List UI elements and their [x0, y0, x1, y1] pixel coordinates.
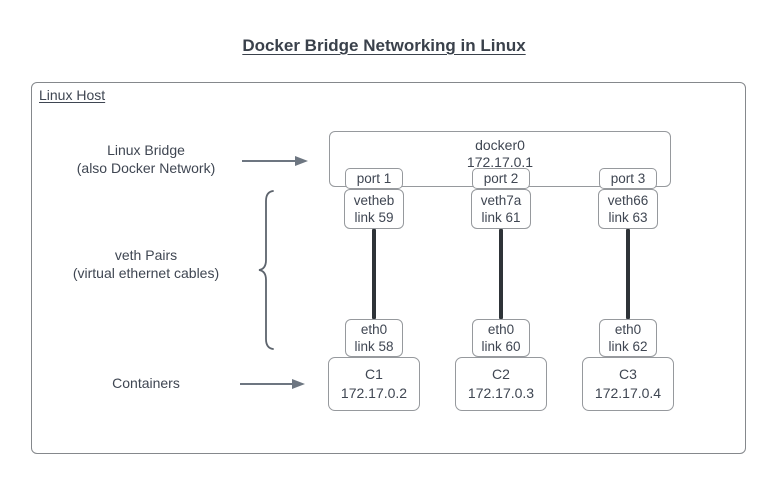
network-column-1: port 1 vetheb link 59 eth0 link 58 C1 17…: [328, 168, 420, 411]
veth-box-3: veth66 link 63: [598, 189, 658, 229]
container-ip: 172.17.0.3: [467, 385, 535, 401]
container-box-1: C1 172.17.0.2: [328, 357, 420, 411]
veth-cable-2: [499, 229, 503, 319]
veth-box-1: vetheb link 59: [344, 189, 404, 229]
veth-pairs-annotation-line1: veth Pairs: [114, 247, 178, 263]
veth-pairs-annotation-line2: (virtual ethernet cables): [72, 264, 220, 281]
container-ip: 172.17.0.4: [594, 385, 662, 401]
veth-name: vetheb: [353, 193, 395, 208]
port-label: port 2: [483, 171, 519, 186]
veth-box-2: veth7a link 61: [471, 189, 531, 229]
eth-link: link 60: [481, 339, 521, 354]
port-label: port 3: [610, 171, 646, 186]
veth-link: link 63: [608, 210, 648, 225]
network-column-2: port 2 veth7a link 61 eth0 link 60 C2 17…: [455, 168, 547, 411]
diagram-title: Docker Bridge Networking in Linux: [242, 36, 526, 55]
veth-link: link 59: [354, 210, 394, 225]
veth-name: veth66: [607, 193, 649, 208]
container-name: C3: [619, 366, 637, 382]
linux-bridge-annotation-line2: (also Docker Network): [76, 159, 216, 176]
eth-link: link 62: [608, 339, 648, 354]
container-ip: 172.17.0.2: [340, 385, 408, 401]
veth-link: link 61: [481, 210, 521, 225]
eth-name: eth0: [360, 322, 388, 337]
eth0-box-3: eth0 link 62: [599, 319, 657, 357]
veth-name: veth7a: [480, 193, 522, 208]
port-box-1: port 1: [345, 168, 403, 189]
network-column-3: port 3 veth66 link 63 eth0 link 62 C3 17…: [582, 168, 674, 411]
eth-link: link 58: [354, 339, 394, 354]
linux-bridge-annotation-line1: Linux Bridge: [107, 142, 185, 158]
linux-bridge-annotation: Linux Bridge (also Docker Network): [40, 142, 252, 177]
linux-host-label: Linux Host: [39, 87, 106, 103]
bridge-name: docker0: [475, 137, 525, 153]
container-box-2: C2 172.17.0.3: [455, 357, 547, 411]
port-label: port 1: [356, 171, 392, 186]
bridge-ip: 172.17.0.1: [466, 154, 534, 170]
port-box-2: port 2: [472, 168, 530, 189]
linux-host-box: Linux Host docker0 172.17.0.1 port 1 vet…: [31, 82, 746, 454]
container-name: C2: [492, 366, 510, 382]
veth-cable-3: [626, 229, 630, 319]
port-box-3: port 3: [599, 168, 657, 189]
container-box-3: C3 172.17.0.4: [582, 357, 674, 411]
veth-cable-1: [372, 229, 376, 319]
eth0-box-1: eth0 link 58: [345, 319, 403, 357]
container-name: C1: [365, 366, 383, 382]
eth0-box-2: eth0 link 60: [472, 319, 530, 357]
containers-annotation: Containers: [112, 375, 180, 391]
eth-name: eth0: [487, 322, 515, 337]
eth-name: eth0: [614, 322, 642, 337]
veth-pairs-annotation: veth Pairs (virtual ethernet cables): [40, 247, 252, 282]
